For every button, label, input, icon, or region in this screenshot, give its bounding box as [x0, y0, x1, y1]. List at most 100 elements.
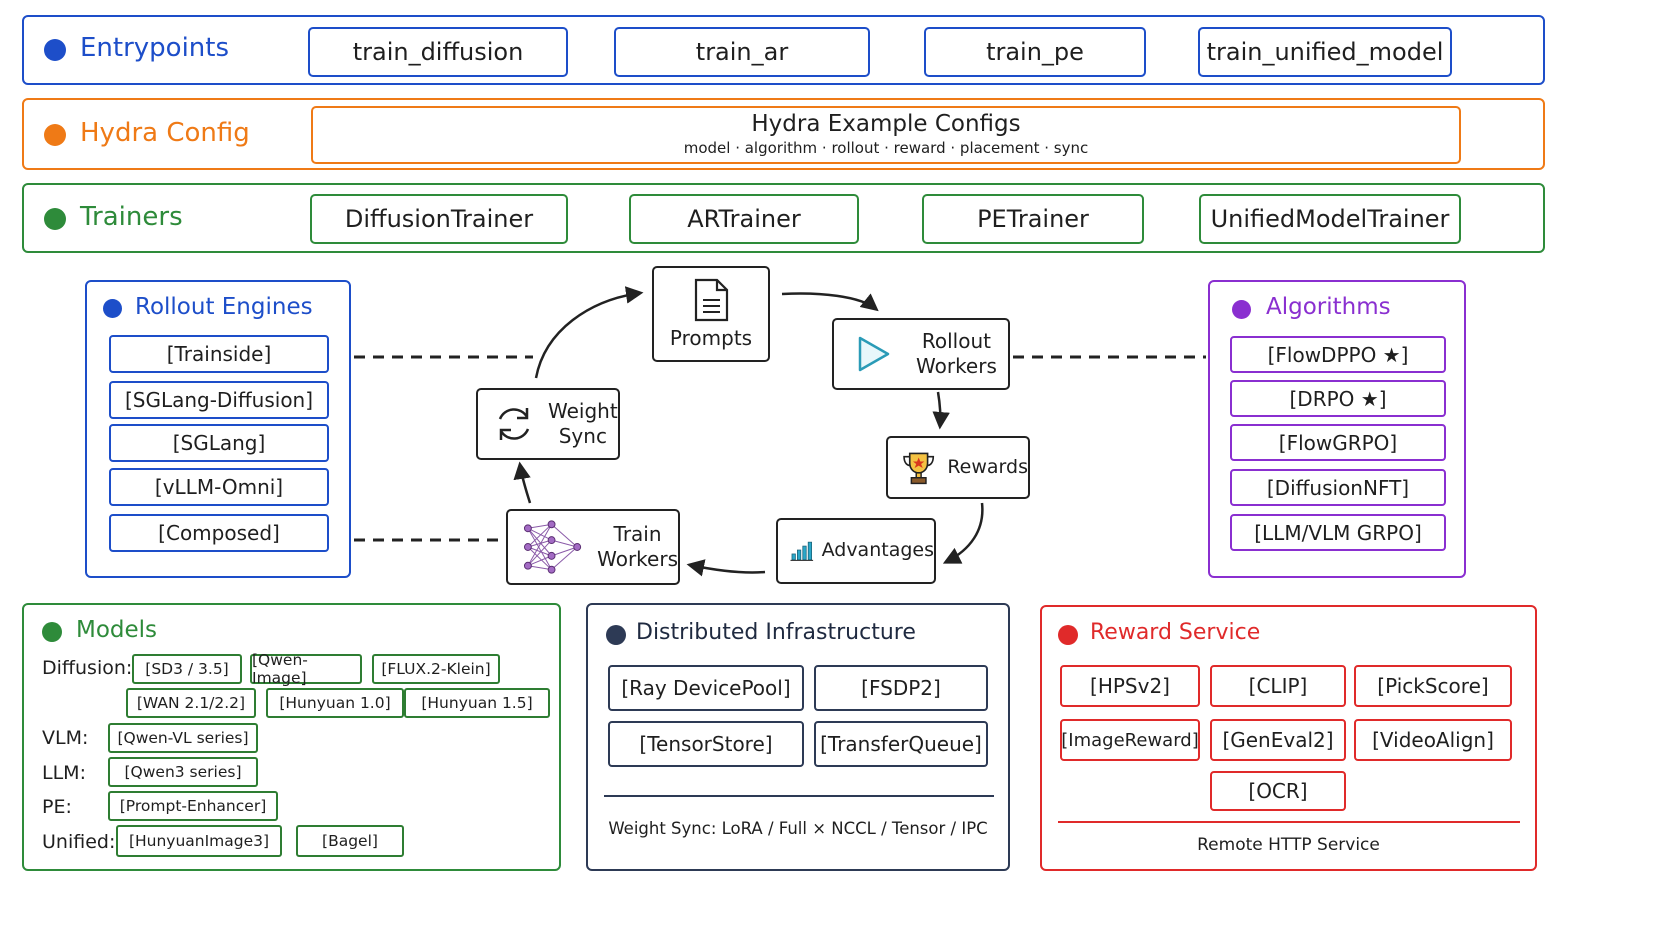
engine-sglang[interactable]: [SGLang]	[109, 424, 329, 462]
node-advantages[interactable]: Advantages	[776, 518, 936, 584]
infra-divider	[604, 795, 994, 797]
algo-diffusionnft[interactable]: [DiffusionNFT]	[1230, 469, 1446, 506]
diffusion-label: Diffusion:	[42, 657, 133, 679]
infra-transferqueue[interactable]: [TransferQueue]	[814, 721, 988, 767]
neural-network-icon	[523, 520, 582, 574]
vlm-label: VLM:	[42, 727, 89, 749]
trainer-diffusion[interactable]: DiffusionTrainer	[310, 194, 568, 244]
node-rollout-workers[interactable]: Rollout Workers	[832, 318, 1010, 390]
unified-label: Unified:	[42, 831, 116, 853]
engine-sglang-diffusion[interactable]: [SGLang-Diffusion]	[109, 381, 329, 419]
models-panel: Models Diffusion: [SD3 / 3.5] [Qwen-Imag…	[22, 603, 561, 871]
hydra-config-row: Hydra Config Hydra Example Configs model…	[22, 98, 1545, 170]
model-bagel[interactable]: [Bagel]	[296, 825, 404, 857]
weight-sync-label-1: Weight	[548, 399, 618, 423]
entrypoints-row: Entrypoints train_diffusion train_ar tra…	[22, 15, 1545, 85]
model-hunyuanimage3[interactable]: [HunyuanImage3]	[116, 825, 282, 857]
engine-composed[interactable]: [Composed]	[109, 514, 329, 552]
reward-ocr[interactable]: [OCR]	[1210, 771, 1346, 811]
infra-panel: Distributed Infrastructure [Ray DevicePo…	[586, 603, 1010, 871]
reward-service-panel: Reward Service [HPSv2] [CLIP] [PickScore…	[1040, 605, 1537, 871]
algo-flowdppo[interactable]: [FlowDPPO ★]	[1230, 336, 1446, 373]
trainer-ar[interactable]: ARTrainer	[629, 194, 859, 244]
arrow-train-to-sync	[513, 461, 532, 504]
entry-train-pe[interactable]: train_pe	[924, 27, 1146, 77]
refresh-icon	[498, 408, 530, 440]
train-workers-label-2: Workers	[597, 547, 678, 571]
hydra-title: Hydra Config	[80, 118, 250, 148]
hydra-box-title: Hydra Example Configs	[751, 111, 1021, 138]
arrow-prompts-to-rollout	[781, 292, 879, 312]
engine-vllm-omni[interactable]: [vLLM-Omni]	[109, 468, 329, 506]
trainer-pe[interactable]: PETrainer	[922, 194, 1144, 244]
algo-drpo[interactable]: [DRPO ★]	[1230, 380, 1446, 417]
llm-label: LLM:	[42, 762, 86, 784]
algo-flowgrpo[interactable]: [FlowGRPO]	[1230, 424, 1446, 461]
model-qwen3[interactable]: [Qwen3 series]	[108, 757, 258, 787]
pe-label: PE:	[42, 796, 72, 818]
infra-fsdp2[interactable]: [FSDP2]	[814, 665, 988, 711]
prompts-label: Prompts	[669, 325, 753, 350]
trainers-dot-icon	[44, 208, 66, 230]
reward-dot-icon	[1058, 625, 1078, 645]
hydra-dot-icon	[44, 124, 66, 146]
play-icon	[858, 336, 890, 372]
reward-divider	[1058, 821, 1520, 823]
reward-pickscore[interactable]: [PickScore]	[1354, 665, 1512, 707]
rewards-label: Rewards	[947, 455, 1028, 478]
trainers-title: Trainers	[80, 202, 183, 232]
infra-title: Distributed Infrastructure	[636, 620, 916, 645]
entry-train-diffusion[interactable]: train_diffusion	[308, 27, 568, 77]
reward-videoalign[interactable]: [VideoAlign]	[1354, 719, 1512, 761]
algorithms-panel: Algorithms [FlowDPPO ★] [DRPO ★] [FlowGR…	[1208, 280, 1466, 578]
infra-footer: Weight Sync: LoRA / Full × NCCL / Tensor…	[608, 819, 988, 838]
trainers-row: Trainers DiffusionTrainer ARTrainer PETr…	[22, 183, 1545, 253]
algo-llm-vlm-grpo[interactable]: [LLM/VLM GRPO]	[1230, 514, 1446, 551]
entry-train-ar[interactable]: train_ar	[614, 27, 870, 77]
entrypoints-dot-icon	[44, 39, 66, 61]
train-workers-label-1: Train	[613, 522, 662, 546]
algorithms-dot-icon	[1232, 300, 1251, 319]
hydra-example-configs[interactable]: Hydra Example Configs model · algorithm …	[311, 106, 1461, 164]
hydra-box-subtitle: model · algorithm · rollout · reward · p…	[683, 139, 1089, 158]
reward-hpsv2[interactable]: [HPSv2]	[1060, 665, 1200, 707]
trainer-unified-model[interactable]: UnifiedModelTrainer	[1199, 194, 1461, 244]
model-flux2-klein[interactable]: [FLUX.2-Klein]	[372, 654, 500, 684]
model-prompt-enhancer[interactable]: [Prompt-Enhancer]	[108, 791, 278, 821]
model-qwen-image[interactable]: [Qwen-Image]	[250, 651, 362, 687]
algorithms-title: Algorithms	[1266, 294, 1391, 320]
advantages-label: Advantages	[821, 539, 934, 562]
entrypoints-title: Entrypoints	[80, 33, 230, 63]
node-weight-sync[interactable]: Weight Sync	[476, 388, 620, 460]
model-sd3[interactable]: [SD3 / 3.5]	[132, 654, 242, 684]
weight-sync-label-2: Sync	[558, 424, 607, 448]
models-dot-icon	[42, 622, 62, 642]
models-title: Models	[76, 617, 158, 643]
infra-dot-icon	[606, 625, 626, 645]
arrow-rollout-to-rewards	[932, 391, 950, 430]
entry-train-unified-model[interactable]: train_unified_model	[1198, 27, 1452, 77]
reward-imagereward[interactable]: [ImageReward]	[1060, 719, 1200, 761]
node-prompts[interactable]: Prompts	[652, 266, 770, 362]
reward-clip[interactable]: [CLIP]	[1210, 665, 1346, 707]
arrow-rewards-to-advantages	[942, 502, 984, 564]
reward-service-footer: Remote HTTP Service	[1197, 835, 1380, 855]
rollout-workers-label-2: Workers	[916, 354, 997, 378]
node-rewards[interactable]: Rewards	[886, 436, 1030, 499]
engine-trainside[interactable]: [Trainside]	[109, 335, 329, 373]
rollout-engines-dot-icon	[103, 299, 122, 318]
arrow-sync-to-prompts	[534, 286, 644, 379]
model-hunyuan-10[interactable]: [Hunyuan 1.0]	[266, 688, 404, 718]
rollout-workers-label-1: Rollout	[921, 329, 991, 353]
rollout-engines-panel: Rollout Engines [Trainside] [SGLang-Diff…	[85, 280, 351, 578]
reward-geneval2[interactable]: [GenEval2]	[1210, 719, 1346, 761]
model-hunyuan-15[interactable]: [Hunyuan 1.5]	[404, 688, 550, 718]
node-train-workers[interactable]: Train Workers	[506, 509, 680, 585]
model-wan[interactable]: [WAN 2.1/2.2]	[126, 688, 256, 718]
model-qwen-vl[interactable]: [Qwen-VL series]	[108, 723, 258, 753]
infra-tensorstore[interactable]: [TensorStore]	[608, 721, 804, 767]
infra-ray-devicepool[interactable]: [Ray DevicePool]	[608, 665, 804, 711]
rollout-engines-title: Rollout Engines	[135, 294, 313, 320]
reward-service-title: Reward Service	[1090, 620, 1261, 645]
